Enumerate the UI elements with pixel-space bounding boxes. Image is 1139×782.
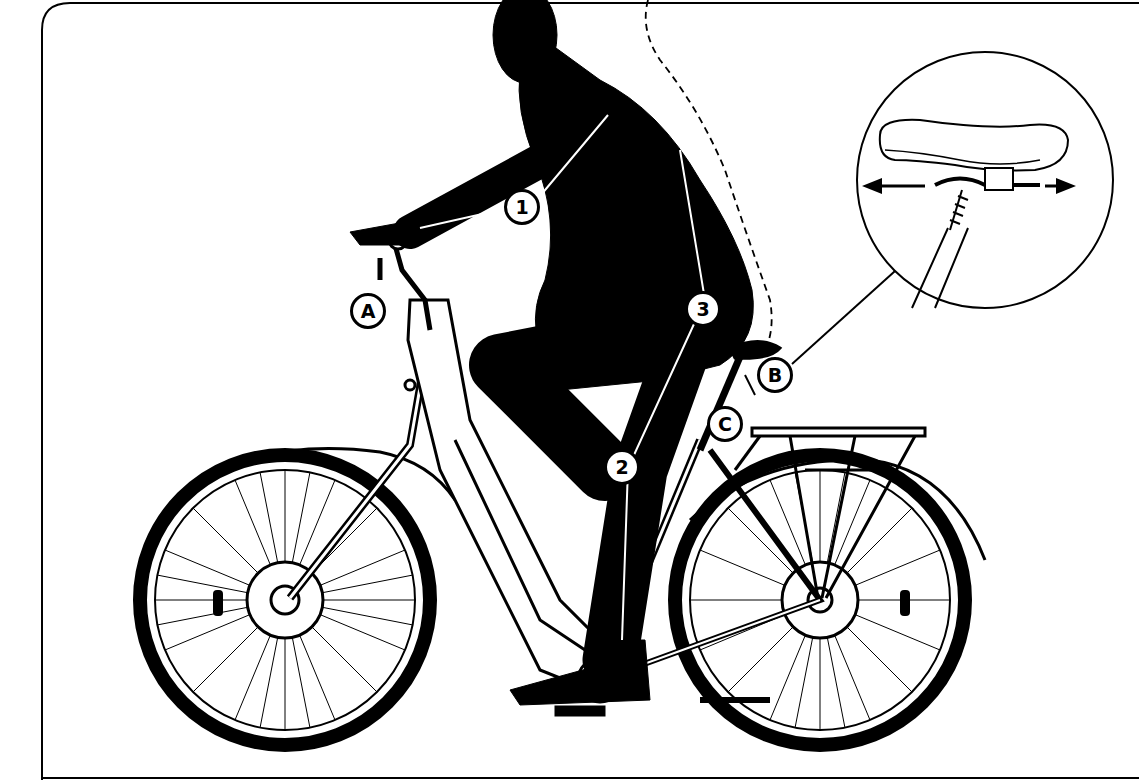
saddle-inset xyxy=(792,52,1113,364)
rear-wheel xyxy=(675,455,985,745)
callout-label: C xyxy=(707,406,743,442)
callout-label: A xyxy=(350,293,386,329)
body-measure-lines xyxy=(420,115,705,640)
callout-label: 1 xyxy=(504,189,540,225)
front-wheel xyxy=(140,449,455,745)
bike-frame xyxy=(290,300,820,702)
panel-border xyxy=(42,777,1139,779)
rear-rack xyxy=(735,428,925,598)
panel-border xyxy=(42,3,1139,780)
callout-label: 2 xyxy=(604,449,640,485)
callout-label: B xyxy=(757,357,793,393)
leader-line xyxy=(745,375,755,395)
rider-silhouette xyxy=(350,0,753,716)
callout-label: 3 xyxy=(685,291,721,327)
